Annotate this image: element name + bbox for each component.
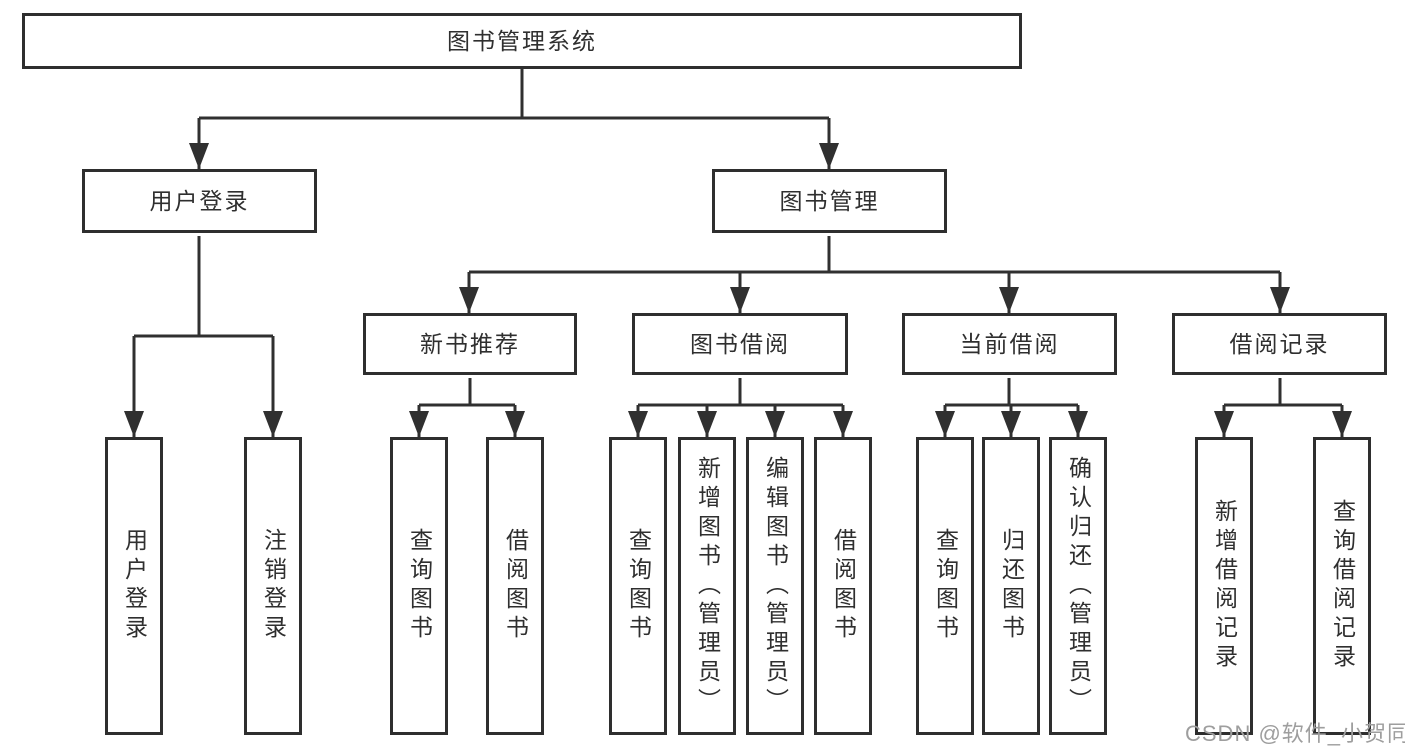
node-library-system-label: 图书管理系统 <box>447 27 597 54</box>
node-book-borrowing-label: 图书借阅 <box>690 330 790 357</box>
leaf-query-books-current: 查询图书 <box>916 437 974 735</box>
leaf-confirm-return-admin: 确认归还（管理员） <box>1049 437 1107 735</box>
node-book-borrowing: 图书借阅 <box>632 313 848 375</box>
leaf-query-books-borrowing-label: 查询图书 <box>625 528 652 644</box>
leaf-query-books-recommend-label: 查询图书 <box>406 528 433 644</box>
node-library-system: 图书管理系统 <box>22 13 1022 69</box>
leaf-add-books-admin-label: 新增图书（管理员） <box>694 455 721 717</box>
node-new-book-recommend-label: 新书推荐 <box>420 330 520 357</box>
leaf-return-books-label: 归还图书 <box>998 528 1025 644</box>
node-user-login: 用户登录 <box>82 169 317 233</box>
leaf-confirm-return-admin-label: 确认归还（管理员） <box>1065 455 1092 717</box>
leaf-borrow-books: 借阅图书 <box>814 437 872 735</box>
node-current-borrowing: 当前借阅 <box>902 313 1117 375</box>
leaf-add-books-admin: 新增图书（管理员） <box>678 437 736 735</box>
leaf-return-books: 归还图书 <box>982 437 1040 735</box>
node-current-borrowing-label: 当前借阅 <box>959 330 1060 357</box>
leaf-query-books-borrowing: 查询图书 <box>609 437 667 735</box>
leaf-borrow-books-recommend-label: 借阅图书 <box>502 528 529 644</box>
node-borrowing-records: 借阅记录 <box>1172 313 1387 375</box>
leaf-add-borrow-record-label: 新增借阅记录 <box>1211 499 1238 673</box>
leaf-edit-books-admin: 编辑图书（管理员） <box>746 437 804 735</box>
leaf-add-borrow-record: 新增借阅记录 <box>1195 437 1253 735</box>
leaf-query-books-current-label: 查询图书 <box>932 528 959 644</box>
leaf-query-borrow-record: 查询借阅记录 <box>1313 437 1371 735</box>
leaf-user-login-label: 用户登录 <box>121 528 148 644</box>
leaf-edit-books-admin-label: 编辑图书（管理员） <box>762 455 789 717</box>
leaf-logout: 注销登录 <box>244 437 302 735</box>
leaf-borrow-books-label: 借阅图书 <box>830 528 857 644</box>
leaf-query-borrow-record-label: 查询借阅记录 <box>1329 499 1356 673</box>
node-user-login-label: 用户登录 <box>149 187 250 214</box>
node-book-management-label: 图书管理 <box>779 187 880 214</box>
leaf-query-books-recommend: 查询图书 <box>390 437 448 735</box>
node-book-management: 图书管理 <box>712 169 947 233</box>
leaf-user-login: 用户登录 <box>105 437 163 735</box>
leaf-logout-label: 注销登录 <box>260 528 287 644</box>
node-new-book-recommend: 新书推荐 <box>363 313 577 375</box>
node-borrowing-records-label: 借阅记录 <box>1229 330 1330 357</box>
watermark-text: CSDN @软件_小贺同学 <box>1185 721 1405 746</box>
leaf-borrow-books-recommend: 借阅图书 <box>486 437 544 735</box>
